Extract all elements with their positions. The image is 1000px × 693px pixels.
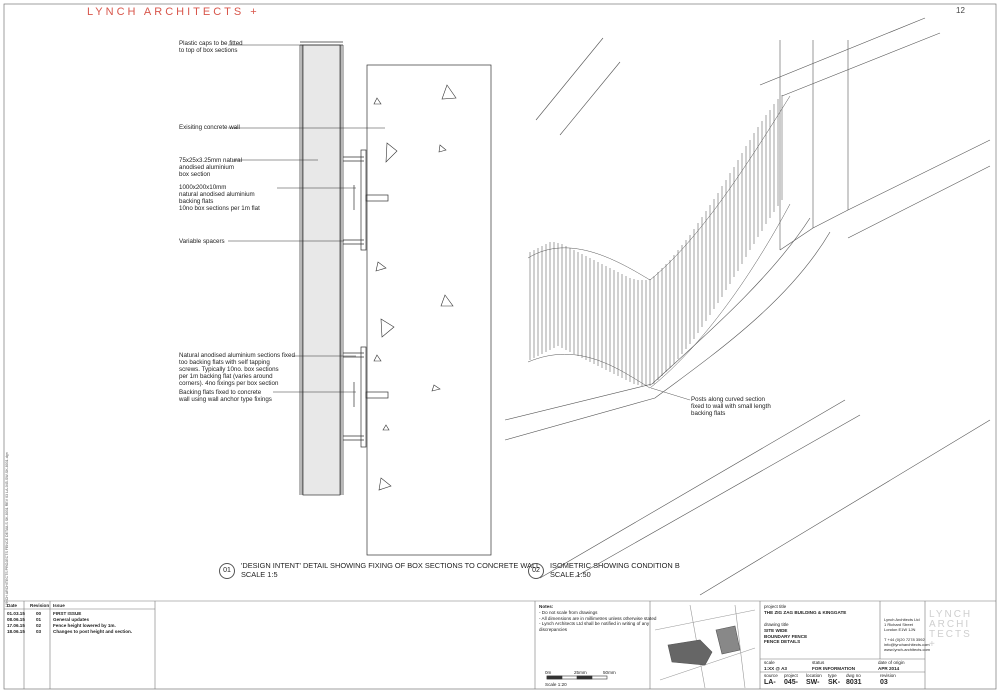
table-row: 01.03.15 xyxy=(7,611,25,616)
wall-anchors xyxy=(353,185,389,407)
field-status-value: FOR INFORMATION xyxy=(812,666,856,671)
field-date-label: date of origin xyxy=(878,660,905,665)
field-date-value: APR 2014 xyxy=(878,666,900,671)
leader-lines xyxy=(228,44,385,393)
spacer-brackets xyxy=(343,149,367,448)
notes-text: - Do not scale from drawings - All dimen… xyxy=(539,610,657,632)
table-row: Changes to post height and section. xyxy=(53,629,133,634)
brand-logo: LYNCH ARCHITECTS + xyxy=(87,6,260,18)
fence-posts xyxy=(527,95,791,389)
scale-tick-2: 50mm xyxy=(603,670,616,675)
code-location-value: SW- xyxy=(806,679,820,686)
code-type-label: type xyxy=(828,673,837,678)
label-backing-flats: 1000x200x10mm natural anodised aluminium… xyxy=(179,184,260,212)
scale-tick-0: 0m xyxy=(545,670,552,675)
table-row: 08.06.15 xyxy=(7,617,25,622)
label-box-section: 75x25x3.25mm natural anodised aluminium … xyxy=(179,157,242,178)
field-scale-label: scale xyxy=(764,660,775,665)
scale-label: Scale 1:20 xyxy=(545,682,567,687)
label-plastic-caps: Plastic caps to be fitted to top of box … xyxy=(179,40,243,54)
code-source-value: LA- xyxy=(764,679,776,686)
code-project-label: project xyxy=(784,673,798,678)
label-backing-flats-fixed: Backing flats fixed to concrete wall usi… xyxy=(179,389,272,403)
caption-number-01: 01 xyxy=(219,563,235,579)
table-row: 00 xyxy=(36,611,42,616)
concrete-hatch xyxy=(373,84,457,491)
code-location-label: location xyxy=(806,673,822,678)
label-anodised-sections: Natural anodised aluminium sections fixe… xyxy=(179,352,295,387)
code-dwgno-value: 8031 xyxy=(846,679,862,686)
sheet-border xyxy=(3,3,997,690)
table-row: FIRST ISSUE xyxy=(53,611,82,616)
label-concrete-wall: Exisiting concrete wall xyxy=(179,124,240,131)
rev-header-date: Date xyxy=(7,603,17,608)
iso-leader xyxy=(650,387,691,401)
drawing-title: SITE WIDE BOUNDARY FENCE FENCE DETAILS xyxy=(764,628,808,645)
table-row: 18.06.15 xyxy=(7,629,25,634)
project-title-label: project title xyxy=(764,604,787,609)
table-row: Fence height lowered by 1m. xyxy=(53,623,116,628)
page-number: 12 xyxy=(956,6,965,15)
code-revision-label: revision xyxy=(880,673,896,678)
code-project-value: 045- xyxy=(784,679,799,686)
title-block xyxy=(4,600,996,689)
table-row: 02 xyxy=(36,623,42,628)
location-map xyxy=(654,604,756,689)
isometric-drawing xyxy=(504,17,991,596)
table-row: General updates xyxy=(53,617,89,622)
box-section xyxy=(302,44,341,496)
code-revision-value: 03 xyxy=(880,679,888,686)
concrete-wall xyxy=(366,64,492,556)
firm-address: Lynch Architects Ltd 1 Richard Street Lo… xyxy=(884,617,931,652)
notes-title: Notes: xyxy=(539,604,554,609)
table-row: 03 xyxy=(36,629,42,634)
label-variable-spacers: Variable spacers xyxy=(179,238,225,245)
scale-tick-1: 25mm xyxy=(574,670,587,675)
label-curved-posts: Posts along curved section fixed to wall… xyxy=(691,396,771,417)
drawing-title-label: drawing title xyxy=(764,622,789,627)
field-status-label: status xyxy=(812,660,825,665)
table-row: 01 xyxy=(36,617,42,622)
project-title: THE ZIG ZAG BUILDING & KINGGATE xyxy=(764,610,847,615)
detail-section-drawing xyxy=(228,41,492,556)
rev-header-revision: Revision xyxy=(30,603,50,608)
code-source-label: source xyxy=(764,673,778,678)
firm-logo-watermark: LYNCH ARCHI TECTS + xyxy=(929,609,973,650)
code-dwgno-label: dwg no xyxy=(846,673,861,678)
caption-title-01: 'DESIGN INTENT' DETAIL SHOWING FIXING OF… xyxy=(241,561,541,579)
caption-number-02: 02 xyxy=(528,563,544,579)
field-scale-value: 1:XX @ A3 xyxy=(764,666,787,671)
code-type-value: SK- xyxy=(828,679,841,686)
rev-header-issue: Issue xyxy=(53,603,65,608)
table-row: 17.06.15 xyxy=(7,623,25,628)
